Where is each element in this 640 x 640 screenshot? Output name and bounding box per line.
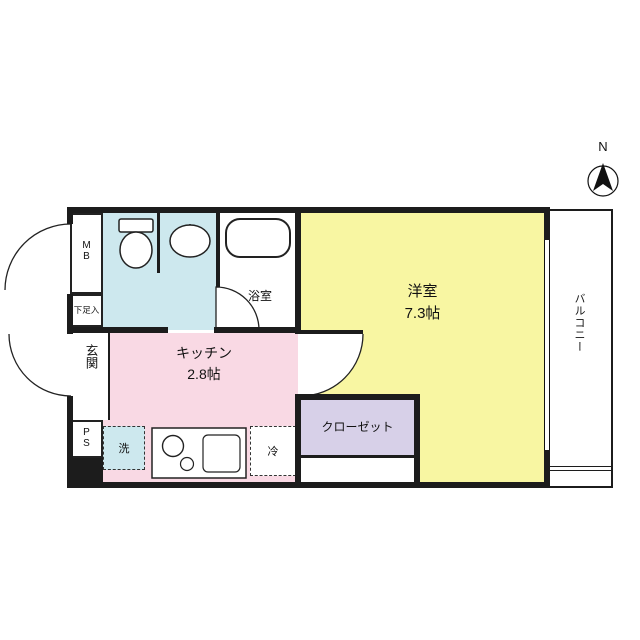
wall-washroom-bottom-left [73,327,168,333]
wall-bath-divider [216,213,220,287]
north-compass-icon [587,163,619,197]
wall-closet-right [414,394,420,482]
wall-left-upper [67,207,73,224]
balcony-label: バルコニー [573,293,585,353]
bathroom-label: 浴室 [247,289,272,303]
closet-lower-storage [301,458,414,482]
entrance [73,333,110,420]
entrance-door-arc [8,333,72,397]
wall-left-mid [67,294,73,334]
entrance-step-line [108,333,110,420]
wall-right-upper [544,207,550,240]
wall-closet-top [295,394,420,400]
pipe-space-label: PS [81,427,92,449]
kitchen-size: 2.8帖 [187,366,221,382]
wall-room-left-lower [295,394,301,482]
bathroom [220,213,298,330]
pipe-space [70,420,103,458]
balcony-wall-top [550,209,613,211]
washing-machine-space: 洗 [103,426,145,470]
entrance-label: 玄関 [83,344,98,369]
closet [301,400,414,455]
balcony-wall-right [611,209,613,488]
kitchen-label: キッチン [176,345,232,361]
shoe-storage-label: 下足入 [73,305,100,315]
wall-left-lower [67,396,73,488]
north-label: N [598,139,608,154]
wall-right-lower [544,450,550,488]
meter-box [70,213,103,294]
refrigerator-space: 冷 [250,426,296,476]
wall-room-left-upper [295,207,301,334]
window-balcony [544,240,550,450]
balcony-partition-line2 [550,470,611,471]
western-room-label: 洋室 [407,283,438,300]
washing-machine-label: 洗 [118,443,130,455]
balcony-wall-bottom [550,486,613,488]
wall-bottom [67,482,550,488]
wall-toilet-partition [157,213,160,273]
balcony-partition-line1 [550,466,611,467]
meter-box-label: MB [81,240,92,262]
western-room-size: 7.3帖 [404,305,441,322]
closet-label: クローゼット [321,420,394,434]
meter-box-door-arc [4,223,72,291]
wall-top [67,207,550,213]
wall-corner-block [67,458,103,482]
wall-closet-shelf [301,455,414,458]
wall-washroom-bottom-right [214,327,301,333]
refrigerator-label: 冷 [267,446,279,458]
balcony [550,211,611,486]
